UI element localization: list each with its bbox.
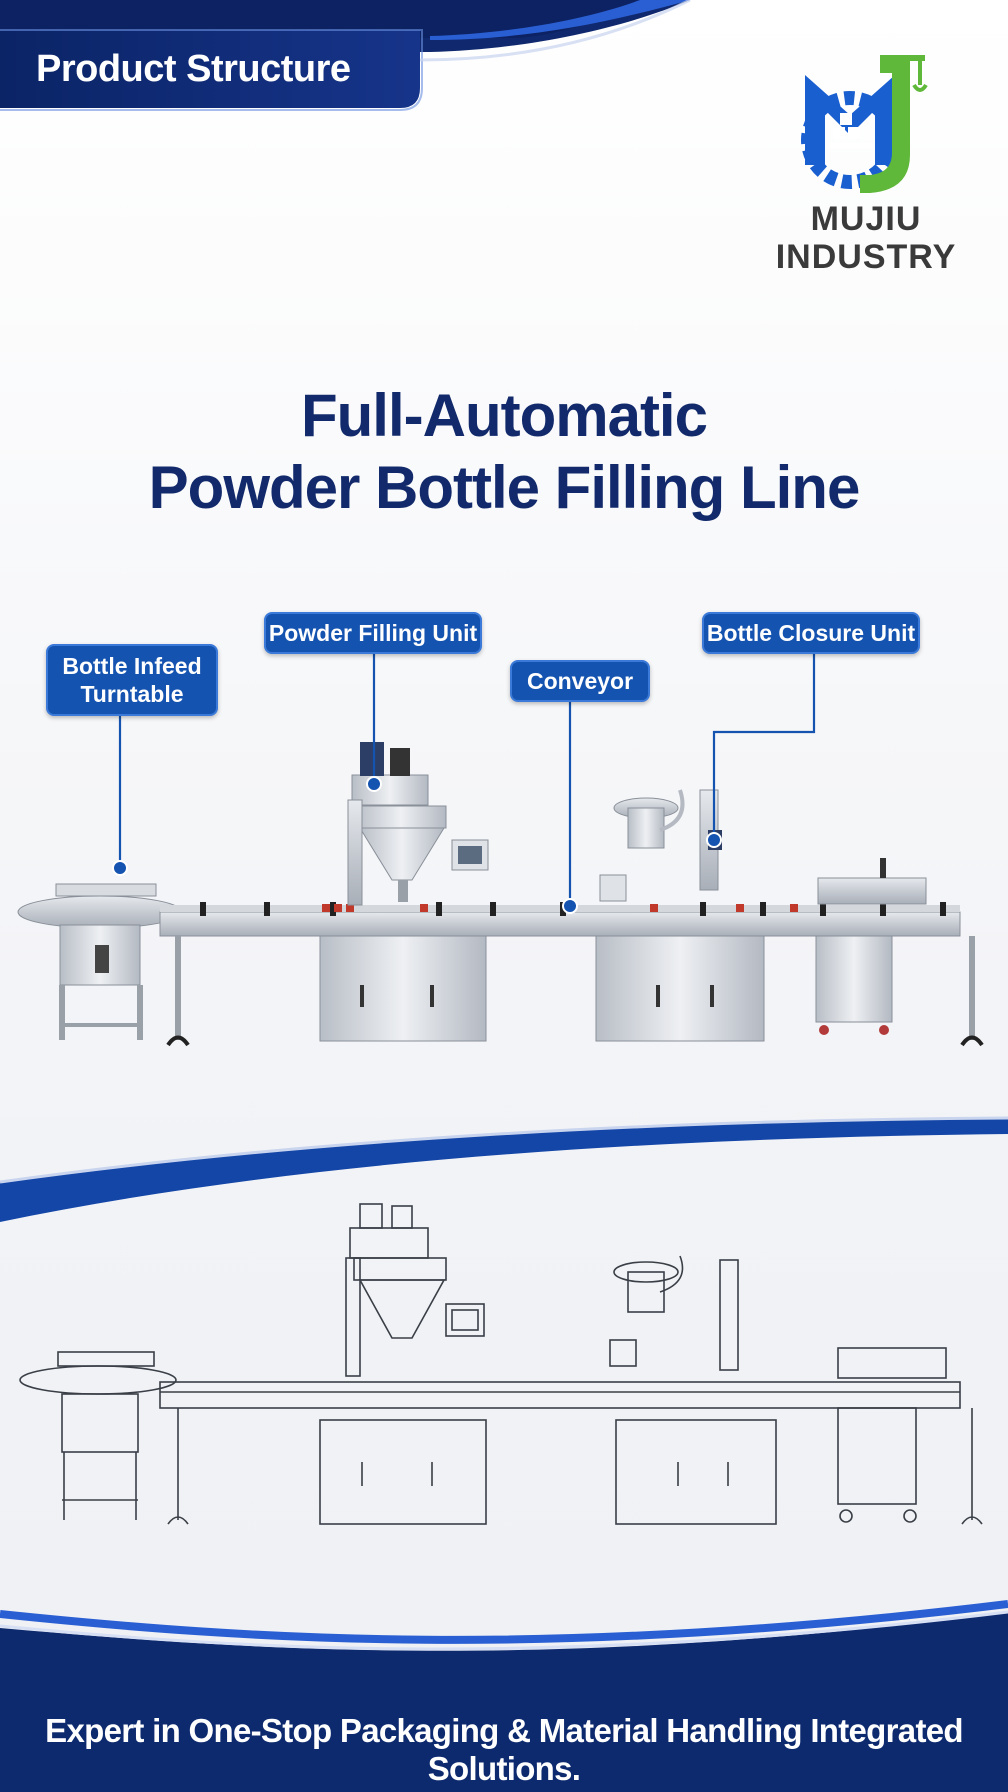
header-band bbox=[0, 0, 691, 111]
brand-subname: INDUSTRY bbox=[775, 238, 957, 276]
footer-tagline: Expert in One-Stop Packaging & Material … bbox=[45, 1712, 963, 1787]
main-title-line2: Powder Bottle Filling Line bbox=[148, 454, 861, 521]
capping-machine bbox=[595, 789, 765, 1042]
sealer-machine bbox=[815, 858, 927, 1035]
callout-infeed-line1: Bottle Infeed bbox=[62, 653, 202, 679]
machine-illustration bbox=[17, 654, 984, 1047]
powder-filler-machine bbox=[319, 742, 489, 1042]
callout-dots bbox=[112, 776, 722, 914]
callout-bottle-infeed-turntable: Bottle Infeed Turntable bbox=[46, 644, 218, 716]
callout-infeed-line2: Turntable bbox=[80, 681, 184, 707]
section-title: Product Structure bbox=[36, 48, 351, 90]
callout-powder-filling-unit: Powder Filling Unit bbox=[264, 612, 482, 654]
callout-bottle-closure-unit: Bottle Closure Unit bbox=[702, 612, 920, 654]
brand-logo-icon bbox=[801, 55, 928, 193]
callout-conveyor: Conveyor bbox=[510, 660, 650, 702]
brand-name: MUJIU bbox=[810, 200, 922, 238]
turntable-machine bbox=[17, 883, 183, 1040]
main-title-line1: Full-Automatic bbox=[301, 382, 708, 449]
callout-lines bbox=[118, 654, 816, 906]
